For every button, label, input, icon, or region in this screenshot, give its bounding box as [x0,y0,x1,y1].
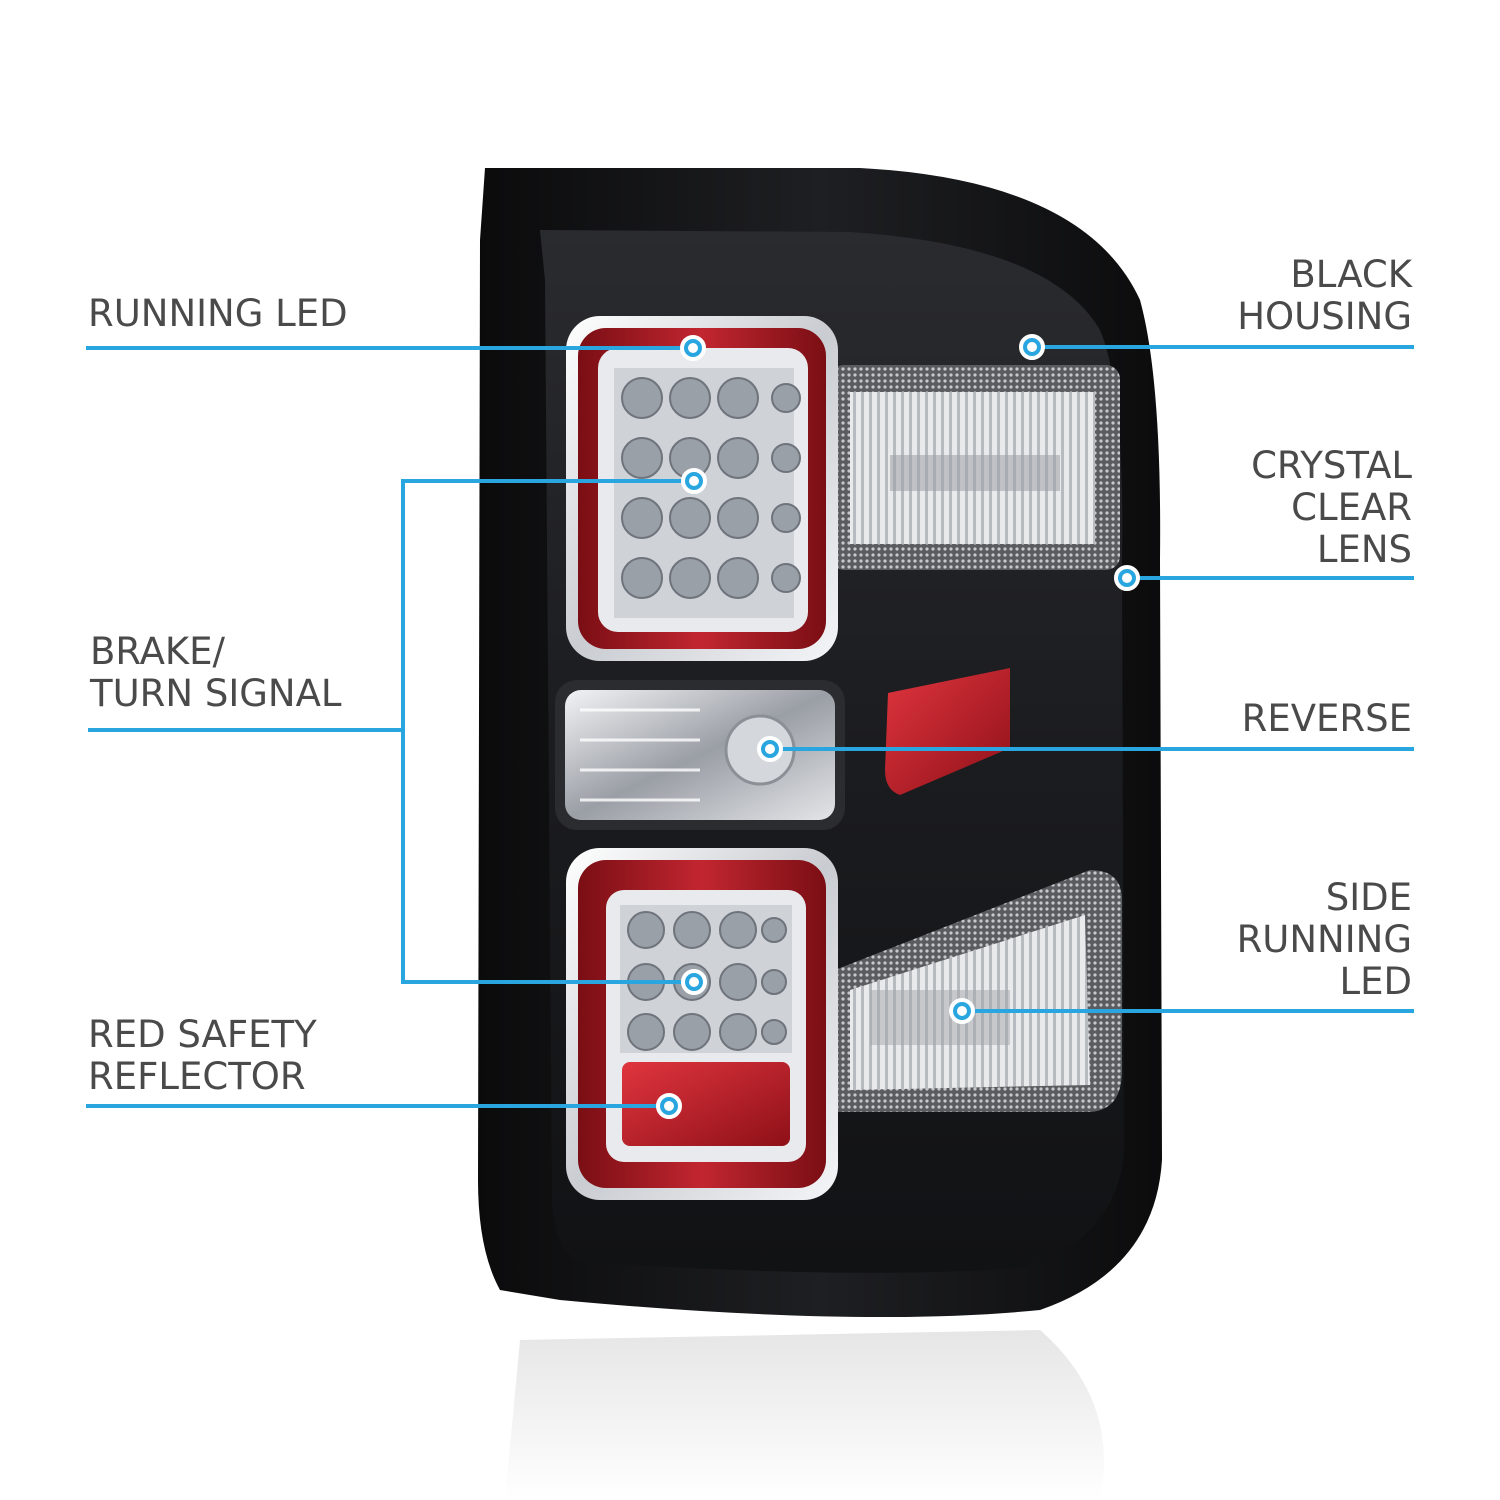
callout-dot-center [664,1101,674,1111]
side-red-reflector [885,668,1010,795]
callout-dot-center [957,1006,967,1016]
floor-reflection [505,1330,1104,1500]
label-side-running-led: SIDE RUNNING LED [1236,876,1412,1003]
label-reverse: REVERSE [1241,697,1412,740]
label-crystal-clear-lens: CRYSTAL CLEAR LENS [1251,444,1412,571]
callout-dot-center [689,977,699,987]
reverse-light-module [555,680,845,830]
label-red-safety-reflector: RED SAFETY REFLECTOR [88,1013,317,1098]
callout-dot-center [689,476,699,486]
callout-dot-center [688,343,698,353]
callout-dot-center [1122,573,1132,583]
label-brake-turn-signal: BRAKE/ TURN SIGNAL [90,630,342,715]
leader-brake-bracket [401,479,696,984]
callout-dot-center [765,744,775,754]
lower-clear-lens-bar [835,870,1122,1112]
upper-clear-lens-bar [830,365,1120,570]
label-running-led: RUNNING LED [88,292,348,335]
label-black-housing: BLACK HOUSING [1237,253,1412,338]
callout-dot-center [1027,342,1037,352]
